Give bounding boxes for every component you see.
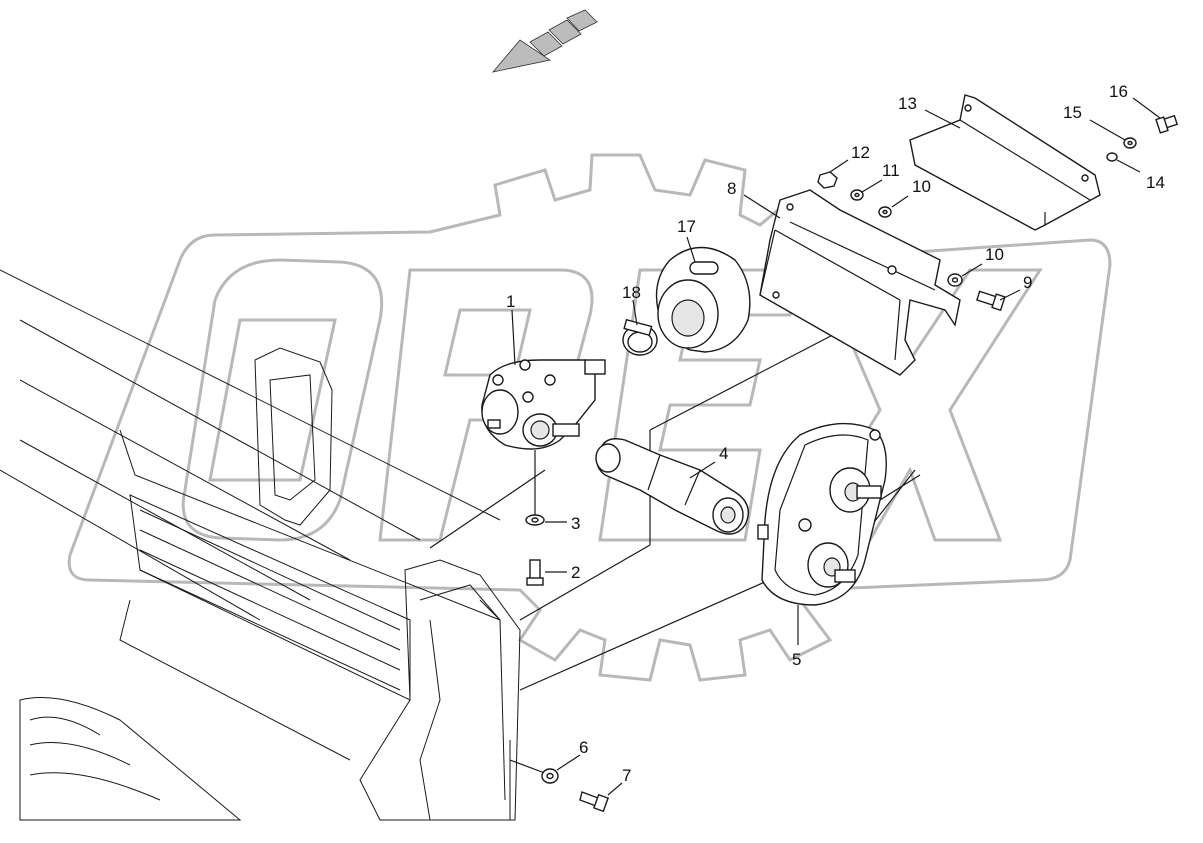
callout-label: 2 xyxy=(571,563,580,582)
callout-label: 10 xyxy=(912,177,931,196)
part-15-washer xyxy=(1123,137,1137,149)
part-13-cover-plate xyxy=(909,94,1101,231)
callout-label: 17 xyxy=(677,217,696,236)
callout-label: 14 xyxy=(1146,173,1165,192)
callout-label: 11 xyxy=(882,161,900,180)
part-9-bolt xyxy=(976,290,1006,312)
callout-label: 9 xyxy=(1023,273,1032,292)
callout-label: 5 xyxy=(792,650,801,669)
part-4-drive-shaft xyxy=(595,438,749,535)
part-14-lock-washer xyxy=(1106,152,1118,162)
part-10-washer-upper xyxy=(878,206,892,218)
part-16-bolt xyxy=(1155,114,1179,134)
callout-label: 7 xyxy=(622,766,631,785)
part-10-washer-lower xyxy=(947,273,963,287)
callout-label: 13 xyxy=(898,94,917,113)
callout-label: 4 xyxy=(719,444,728,463)
travel-direction-arrow-icon xyxy=(491,9,598,73)
callout-label: 16 xyxy=(1109,82,1128,101)
callout-label: 15 xyxy=(1063,103,1082,122)
callout-label: 6 xyxy=(579,738,588,757)
part-18-hose-clamp xyxy=(622,318,658,356)
part-6-washer xyxy=(541,768,559,784)
callout-label: 3 xyxy=(571,514,580,533)
part-7-bolt xyxy=(579,791,609,813)
callout-label: 8 xyxy=(727,179,736,198)
oreh-gear-watermark-icon xyxy=(67,153,1112,682)
part-8-bracket xyxy=(759,189,961,376)
part-5-belt-drive-housing xyxy=(757,422,887,606)
machine-frame xyxy=(0,269,521,821)
callout-label: 18 xyxy=(622,283,641,302)
part-12-nut xyxy=(817,171,838,189)
callout-label: 1 xyxy=(506,292,515,311)
callout-labels: 1 2 3 4 5 6 7 8 9 10 10 11 12 13 14 15 1… xyxy=(506,82,1165,785)
callout-label: 10 xyxy=(985,245,1004,264)
part-17-pulley xyxy=(655,246,751,353)
callout-label: 12 xyxy=(851,143,870,162)
callout-leaders xyxy=(511,97,1161,796)
part-1-angle-gearbox xyxy=(481,359,606,450)
part-3-washer xyxy=(525,514,545,526)
part-11-washer xyxy=(850,189,864,201)
part-2-bolt xyxy=(526,559,544,586)
